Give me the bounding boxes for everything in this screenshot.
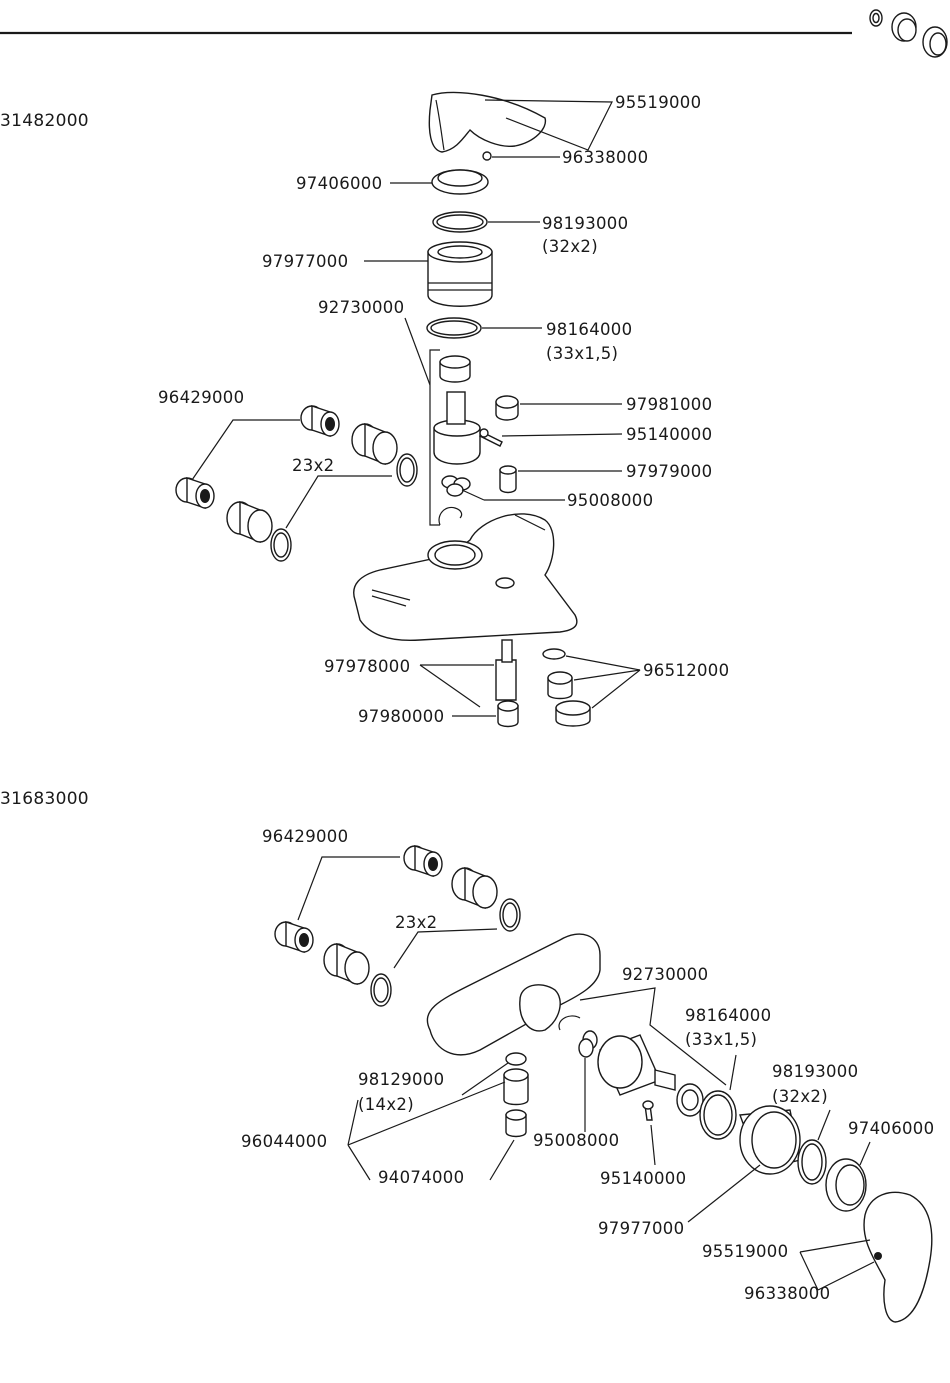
aerator-parts-icon <box>869 9 948 58</box>
part-label: (32x2) <box>542 237 598 256</box>
set-screw-part <box>482 151 492 161</box>
part-label: 96429000 <box>158 388 244 407</box>
part-label: 96338000 <box>744 1284 830 1303</box>
part-label: 95008000 <box>567 491 653 510</box>
mixer-body-part <box>353 513 578 642</box>
part-label: 95519000 <box>615 93 701 112</box>
section-2-parts <box>274 845 933 1323</box>
part-label: 95008000 <box>533 1131 619 1150</box>
part-label: 97406000 <box>848 1119 934 1138</box>
part-label: 96338000 <box>562 148 648 167</box>
part-label: 98164000 <box>546 320 632 339</box>
part-label: 98193000 <box>772 1062 858 1081</box>
section-2-leaders <box>297 856 875 1291</box>
part-label: 96429000 <box>262 827 348 846</box>
part-label: 97980000 <box>358 707 444 726</box>
model-number: 31683000 <box>0 789 89 809</box>
handle-lever-part <box>863 1191 933 1323</box>
part-label: (33x1,5) <box>685 1030 757 1049</box>
handle-lever-part <box>428 91 547 153</box>
part-label: 97977000 <box>262 252 348 271</box>
part-label: 96512000 <box>643 661 729 680</box>
part-label: 97977000 <box>598 1219 684 1238</box>
part-label: 97981000 <box>626 395 712 414</box>
part-label: 23x2 <box>395 913 437 932</box>
mixer-body-part <box>426 933 601 1056</box>
part-label: 95140000 <box>600 1169 686 1188</box>
part-label: (33x1,5) <box>546 344 618 363</box>
part-label: 95519000 <box>702 1242 788 1261</box>
part-label: 98193000 <box>542 214 628 233</box>
part-label: 92730000 <box>622 965 708 984</box>
part-label: 98164000 <box>685 1006 771 1025</box>
part-label: 95140000 <box>626 425 712 444</box>
model-number: 31482000 <box>0 111 89 131</box>
section-1-leaders <box>191 99 641 717</box>
section-1-parts <box>175 91 591 728</box>
part-label: (32x2) <box>772 1087 828 1106</box>
sleeve-part <box>427 251 493 307</box>
cartridge-part <box>433 427 481 465</box>
part-label: 23x2 <box>292 456 334 475</box>
part-label: (14x2) <box>358 1095 414 1114</box>
part-label: 96044000 <box>241 1132 327 1151</box>
part-label: 97979000 <box>626 462 712 481</box>
part-label: 98129000 <box>358 1070 444 1089</box>
part-label: 97406000 <box>296 174 382 193</box>
part-label: 97978000 <box>324 657 410 676</box>
part-label: 94074000 <box>378 1168 464 1187</box>
part-label: 92730000 <box>318 298 404 317</box>
